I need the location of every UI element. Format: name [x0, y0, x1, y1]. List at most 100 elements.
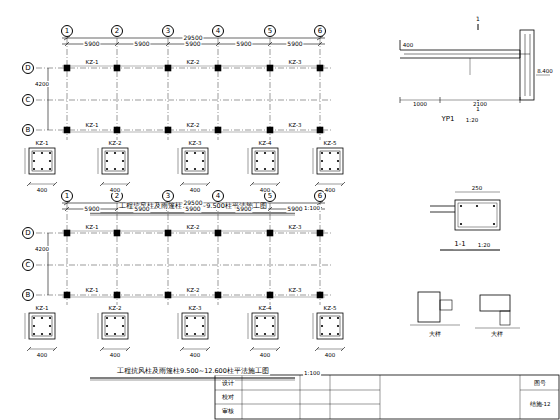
beam-section — [455, 200, 500, 230]
rebar — [114, 152, 116, 154]
column-mark: KZ-1 — [35, 140, 50, 146]
dimension: 400 — [109, 352, 122, 358]
rebar — [329, 152, 331, 154]
dimension: 5900 — [184, 41, 201, 48]
rebar — [493, 205, 495, 207]
rebar — [49, 168, 51, 170]
grid-axis-label: C — [26, 262, 31, 269]
drawing-line — [48, 233, 49, 295]
drawing-line — [276, 182, 280, 186]
column-elevation — [520, 30, 534, 100]
drawing-line — [98, 313, 99, 339]
grid-line — [117, 38, 118, 140]
rebar — [106, 168, 108, 170]
drawing-line — [180, 182, 184, 186]
title-block-cell: 设计 — [221, 380, 235, 386]
rebar — [256, 168, 258, 170]
rebar — [122, 325, 124, 327]
column-section — [182, 148, 208, 174]
drawing-line — [380, 375, 381, 419]
grid-axis-label: 3 — [166, 28, 170, 35]
grid-axis-label: D — [25, 65, 30, 72]
grid-axis-label: 4 — [216, 193, 220, 200]
grid-axis-label: 3 — [166, 193, 170, 200]
column-mark: KZ-3 — [188, 305, 203, 311]
column-section — [182, 313, 208, 339]
dimension: 5900 — [133, 206, 150, 213]
rebar — [493, 223, 495, 225]
rebar — [202, 152, 204, 154]
rebar — [272, 333, 274, 335]
dimension: 4200 — [34, 81, 50, 87]
rebar — [337, 317, 339, 319]
rebar — [321, 160, 323, 162]
rebar — [264, 152, 266, 154]
dimension: 400 — [259, 352, 272, 358]
column-mark: KZ-3 — [288, 59, 303, 65]
dimension: 400 — [324, 352, 337, 358]
rebar — [337, 333, 339, 335]
grid-bubble: 6 — [314, 25, 326, 37]
grid-axis-label: 6 — [318, 28, 322, 35]
grid-line — [36, 68, 332, 69]
rebar — [106, 317, 108, 319]
dimension: 1000 — [412, 101, 428, 107]
dimension: 400 — [36, 187, 49, 193]
rebar — [106, 333, 108, 335]
drawing-line — [90, 213, 295, 214]
rebar — [114, 317, 116, 319]
grid-axis-label: 6 — [318, 193, 322, 200]
rebar — [33, 168, 35, 170]
dimension: 5900 — [83, 206, 100, 213]
drawing-line — [29, 184, 55, 185]
grid-axis-label: 1 — [65, 28, 69, 35]
drawing-line — [29, 349, 55, 350]
rebar — [33, 325, 35, 327]
dimension: 400 — [189, 352, 202, 358]
rebar — [194, 152, 196, 154]
rebar — [194, 168, 196, 170]
drawing-line — [242, 375, 243, 419]
detail-title: 大样 — [490, 331, 504, 338]
rebar — [256, 152, 258, 154]
drawing-line — [27, 182, 31, 186]
grid-bubble: D — [22, 227, 34, 239]
rebar — [264, 168, 266, 170]
rebar — [106, 160, 108, 162]
column-mark: KZ-2 — [108, 305, 123, 311]
column-section — [29, 313, 55, 339]
drawing-line — [250, 347, 254, 351]
column-section — [102, 313, 128, 339]
grid-axis-label: 2 — [115, 28, 119, 35]
rebar — [460, 205, 462, 207]
dimension: 5900 — [235, 41, 252, 48]
title-block-cell: 校对 — [221, 394, 235, 400]
drawing-line — [252, 349, 278, 350]
column-mark: KZ-3 — [288, 224, 303, 230]
rebar — [186, 317, 188, 319]
drawing-line — [404, 54, 530, 55]
column-mark: KZ-4 — [258, 140, 273, 146]
dimension: 400 — [109, 187, 122, 193]
column-mark: KZ-1 — [35, 305, 50, 311]
column-section — [29, 148, 55, 174]
stirrup — [320, 316, 340, 336]
column-section — [317, 148, 343, 174]
drawing-line — [252, 184, 278, 185]
rebar — [329, 168, 331, 170]
column-mark: KZ-1 — [85, 122, 100, 128]
drawing-line — [27, 347, 31, 351]
stirrup — [185, 151, 205, 171]
drawing-line — [475, 328, 520, 329]
dimension: 250 — [471, 185, 484, 191]
grid-line — [270, 203, 271, 305]
column-mark: KZ-4 — [258, 305, 273, 311]
drawing-line — [90, 378, 295, 379]
rebar — [194, 333, 196, 335]
drawing-line — [98, 148, 99, 174]
rebar — [202, 317, 204, 319]
scale: 1:100 — [303, 205, 321, 211]
rebar — [106, 325, 108, 327]
drawing-line — [100, 347, 104, 351]
grid-bubble: 3 — [162, 25, 174, 37]
